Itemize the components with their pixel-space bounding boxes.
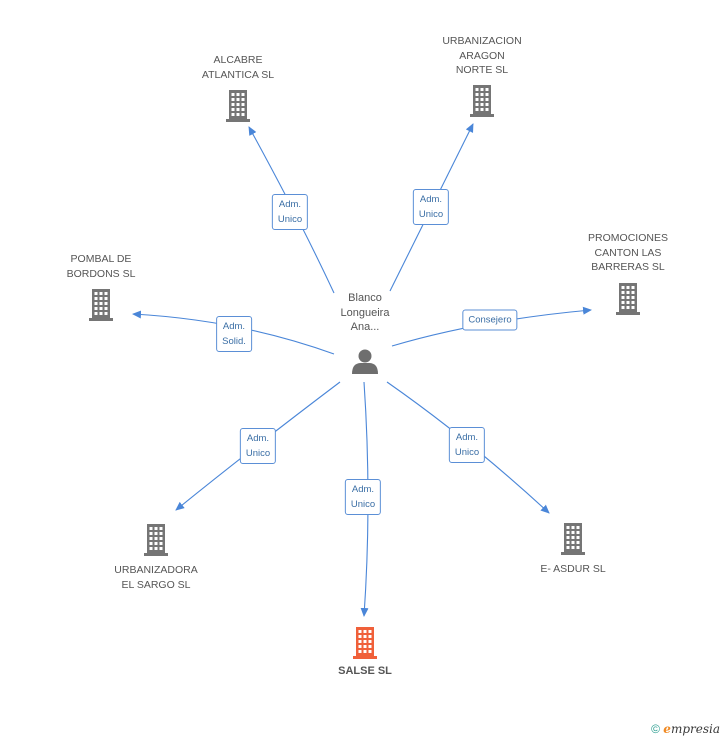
brand-logo[interactable]: empresia <box>663 722 720 736</box>
building-icon-aragon[interactable] <box>470 85 494 117</box>
role-badge-asdur[interactable]: Adm. Unico <box>448 427 486 463</box>
role-badge-text: Unico <box>418 209 444 220</box>
person-name-line: Blanco <box>348 292 382 304</box>
role-badge-text: Adm. <box>222 321 246 332</box>
building-icon-asdur[interactable] <box>561 523 585 555</box>
company-label-line: SALSE SL <box>338 665 392 677</box>
role-badge-text: Unico <box>277 214 303 225</box>
company-label-line: URBANIZACION <box>442 35 522 47</box>
role-badge-text: Unico <box>350 499 376 510</box>
role-badge-text: Adm. <box>278 199 302 210</box>
role-badge-sargo[interactable]: Adm. Unico <box>239 428 277 464</box>
role-badge-text: Consejero <box>468 314 512 326</box>
copyright-footer: © empresia <box>651 722 720 736</box>
company-label-line: ARAGON <box>459 49 505 62</box>
role-badge-salse[interactable]: Adm. Unico <box>344 479 382 515</box>
company-label-line: POMBAL DE <box>70 253 132 265</box>
company-label-asdur[interactable]: E- ASDUR SL <box>540 562 605 577</box>
company-label-salse[interactable]: SALSE SL <box>338 664 392 679</box>
role-badge-alcabre[interactable]: Adm. Unico <box>271 194 309 230</box>
company-label-line: CANTON LAS <box>594 246 662 259</box>
role-badge-aragon[interactable]: Adm. Unico <box>412 189 450 225</box>
company-label-alcabre[interactable]: ALCABRE ATLANTICA SL <box>202 53 274 82</box>
person-icon[interactable] <box>352 349 378 375</box>
building-icon-promociones[interactable] <box>616 283 640 315</box>
role-badge-text: Unico <box>454 447 480 458</box>
building-icon-sargo[interactable] <box>144 524 168 556</box>
company-label-line: NORTE SL <box>455 64 509 76</box>
company-label-line: URBANIZADORA <box>114 564 198 576</box>
role-badge-text: Adm. <box>246 433 270 444</box>
role-badge-text: Adm. <box>455 432 479 443</box>
copyright-icon: © <box>651 722 660 736</box>
company-label-line: PROMOCIONES <box>588 232 668 244</box>
company-label-line: E- ASDUR SL <box>540 563 606 575</box>
role-badge-text: Unico <box>245 448 271 459</box>
company-label-line: EL SARGO SL <box>121 578 191 591</box>
role-badge-promociones[interactable]: Consejero <box>462 309 518 331</box>
company-label-line: ALCABRE <box>213 54 263 66</box>
building-icon-pombal[interactable] <box>89 289 113 321</box>
person-name-line: Ana... <box>350 321 380 333</box>
role-badge-text: Solid. <box>222 336 246 347</box>
company-label-line: BORDONS SL <box>66 267 136 280</box>
role-badge-text: Adm. <box>351 484 375 495</box>
building-icon-salse[interactable] <box>353 627 377 659</box>
person-name-line: Longueira <box>340 306 390 319</box>
company-label-pombal[interactable]: POMBAL DE BORDONS SL <box>67 252 136 281</box>
role-badge-pombal[interactable]: Adm. Solid. <box>216 316 252 352</box>
company-label-line: ATLANTICA SL <box>201 68 275 81</box>
company-label-sargo[interactable]: URBANIZADORA EL SARGO SL <box>114 563 197 592</box>
nodes-layer <box>89 85 640 659</box>
building-icon-alcabre[interactable] <box>226 90 250 122</box>
company-label-promociones[interactable]: PROMOCIONES CANTON LAS BARRERAS SL <box>588 231 668 275</box>
company-label-aragon[interactable]: URBANIZACION ARAGON NORTE SL <box>442 34 521 78</box>
company-label-line: BARRERAS SL <box>591 261 665 273</box>
role-badge-text: Adm. <box>419 194 443 205</box>
